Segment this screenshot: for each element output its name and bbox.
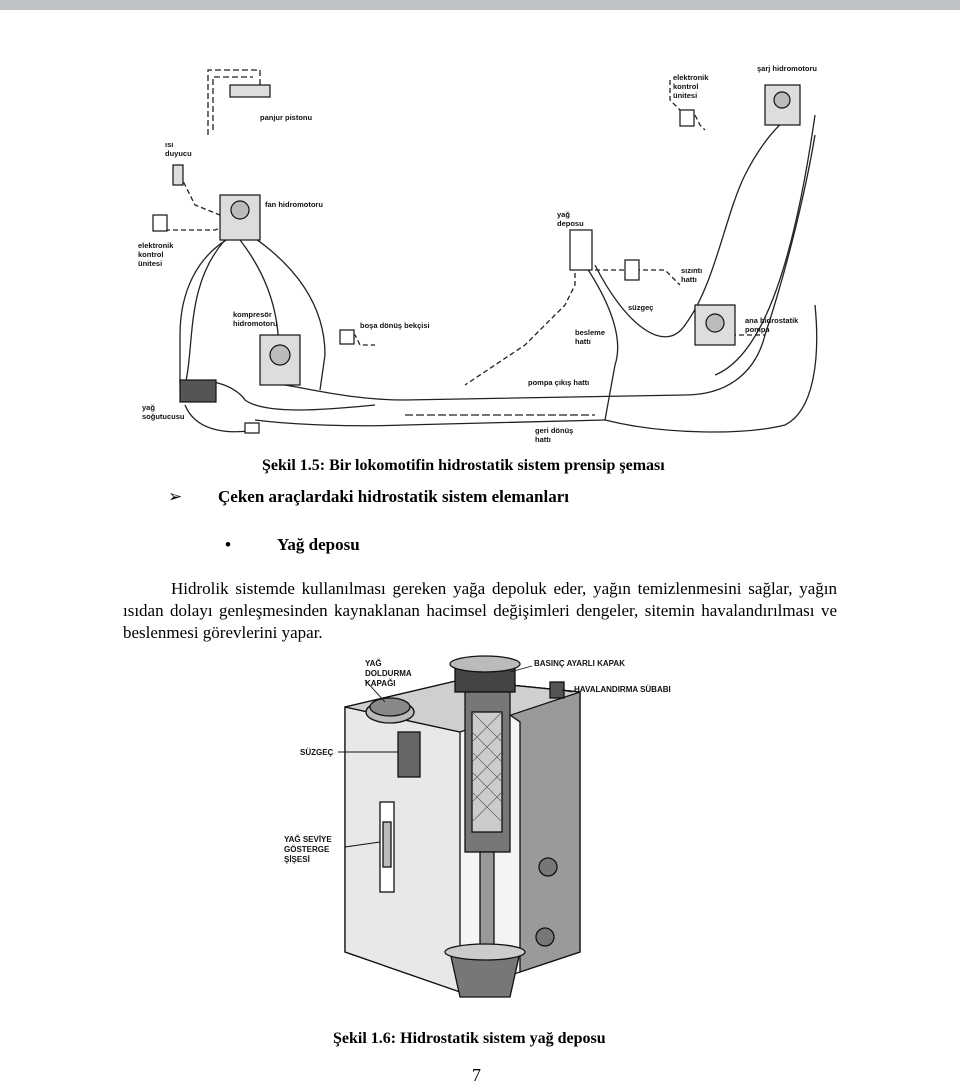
dot-bullet-icon: • [225, 535, 231, 554]
diagram-label-depo1: yağ [557, 210, 570, 219]
diagram-label-ek1b: kontrol [138, 250, 163, 259]
diagram-label-ek1a: elektronik [138, 241, 174, 250]
page-number: 7 [472, 1065, 481, 1085]
subsection-heading-text: Yağ deposu [277, 535, 360, 554]
diagram-label-cikis: pompa çıkış hattı [528, 378, 589, 387]
body-paragraph: Hidrolik sistemde kullanılması gereken y… [123, 578, 837, 644]
diagram-label-ek2a: elektronik [673, 73, 709, 82]
subsection-heading: • Yağ deposu [225, 535, 360, 555]
diagram-label-dolum3: KAPAĞI [365, 679, 396, 688]
diagram-label-isi2: duyucu [165, 149, 192, 158]
diagram-label-seviye1: YAĞ SEVİYE [284, 835, 332, 844]
diagram-label-sogut1: yağ [142, 403, 155, 412]
figure-1-5-caption: Şekil 1.5: Bir lokomotifin hidrostatik s… [262, 457, 665, 474]
diagram-label-isi1: ısı [165, 140, 173, 149]
diagram-label-geri1: geri dönüş [535, 426, 573, 435]
diagram-label-ek1c: ünitesi [138, 259, 162, 268]
diagram-label-seviye3: ŞİŞESİ [284, 855, 310, 864]
diagram-label-ek2b: kontrol [673, 82, 698, 91]
oil-tank-cutaway-illustration: YAĞ DOLDURMA KAPAĞI BASINÇ AYARLI KAPAK … [284, 655, 671, 998]
diagram-label-panjur: panjur pistonu [260, 113, 312, 122]
diagram-label-fan: fan hidromotoru [265, 200, 323, 209]
top-toolbar-strip [0, 0, 960, 10]
diagram-label-geri2: hattı [535, 435, 551, 444]
section-heading: ➢ Çeken araçlardaki hidrostatik sistem el… [168, 487, 569, 507]
diagram-label-pompa1: ana hidrostatik [745, 316, 799, 325]
diagram-label-ek2c: ünitesi [673, 91, 697, 100]
diagram-label-komp2: hidromotoru [233, 319, 278, 328]
hydrostatic-system-schematic: panjur pistonu ısı duyucu fan hidromotor… [138, 64, 817, 444]
diagram-label-dolum1: YAĞ [365, 659, 382, 668]
diagram-label-bosa: boşa dönüş bekçisi [360, 321, 430, 330]
figure-1-6-caption: Şekil 1.6: Hidrostatik sistem yağ deposu [333, 1030, 606, 1047]
diagram-label-depo2: deposu [557, 219, 584, 228]
section-heading-text: Çeken araçlardaki hidrostatik sistem ele… [218, 487, 569, 506]
diagram-label-dolum2: DOLDURMA [365, 669, 412, 678]
diagram-label-sarj: şarj hidromotoru [757, 64, 817, 73]
diagram-label-suzgec: süzgeç [628, 303, 653, 312]
diagram-label-seviye2: GÖSTERGE [284, 845, 330, 854]
diagram-label-sizinti2: hattı [681, 275, 697, 284]
diagram-label-pompa2: pompa [745, 325, 770, 334]
diagram-label-basinc: BASINÇ AYARLI KAPAK [534, 659, 625, 668]
diagram-label-sogut2: soğutucusu [142, 412, 185, 421]
diagram-label-besleme1: besleme [575, 328, 605, 337]
arrow-bullet-icon: ➢ [168, 487, 183, 506]
diagram-label-suzgec: SÜZGEÇ [300, 748, 334, 757]
diagram-label-komp1: kompresör [233, 310, 272, 319]
diagram-label-besleme2: hattı [575, 337, 591, 346]
diagram-label-sizinti1: sızıntı [681, 266, 702, 275]
diagram-label-havalandirma: HAVALANDIRMA SÜBABI [574, 685, 671, 694]
body-paragraph-text: Hidrolik sistemde kullanılması gereken y… [123, 579, 837, 642]
